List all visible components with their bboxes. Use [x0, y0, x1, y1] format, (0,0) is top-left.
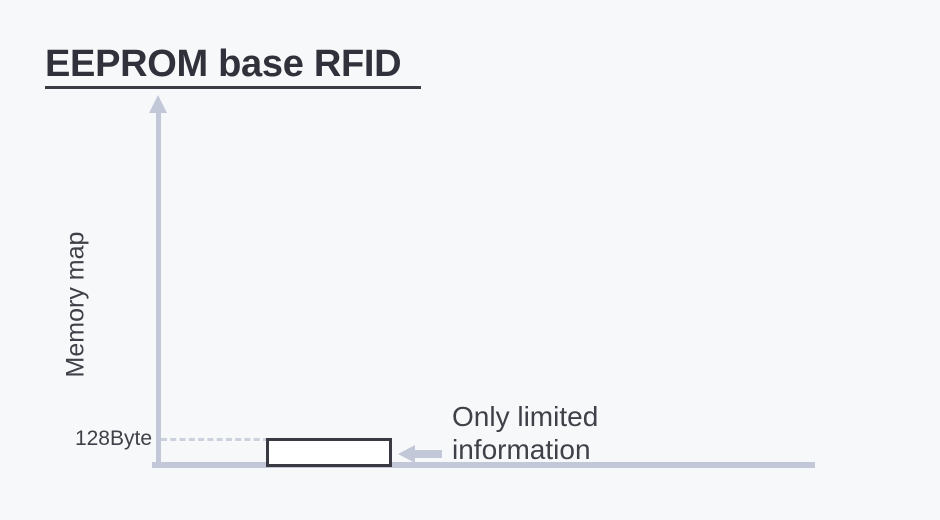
arrow-head	[398, 445, 415, 463]
arrow-shaft	[414, 450, 442, 458]
y-axis-line	[156, 110, 161, 467]
annotation-note: Only limited information	[452, 400, 598, 466]
arrow-left-icon	[398, 445, 442, 463]
dashed-leader-line	[161, 438, 269, 441]
x-axis-line	[152, 462, 815, 468]
page-title: EEPROM base RFID	[45, 43, 402, 85]
annotation-line-1: Only limited	[452, 401, 599, 432]
title-underline	[45, 86, 421, 89]
y-axis-tick-label: 128Byte	[74, 427, 152, 450]
memory-bar	[266, 438, 392, 467]
arrow-up-icon	[149, 95, 167, 113]
y-axis-label: Memory map	[61, 231, 90, 378]
annotation-line-2: information	[452, 434, 591, 465]
title-block: EEPROM base RFID	[45, 42, 465, 94]
